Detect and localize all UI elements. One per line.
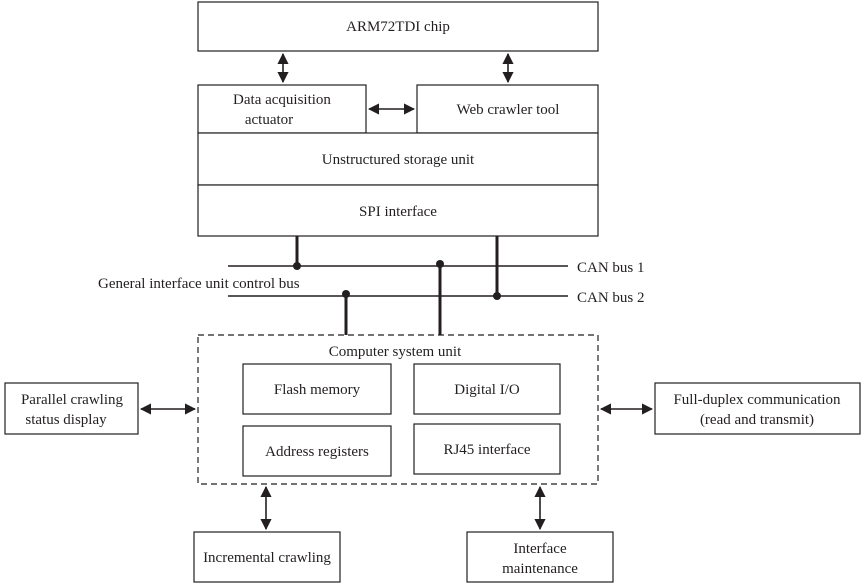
digital-io-block [413, 363, 561, 415]
incremental-crawling-label: Incremental crawling [203, 550, 331, 566]
junction-dot [493, 292, 501, 300]
data-acquisition-label-1: Data acquisition [233, 92, 331, 108]
web-crawler-label: Web crawler tool [457, 102, 560, 118]
junction-dot [342, 290, 350, 298]
unstructured-storage-label: Unstructured storage unit [322, 152, 475, 168]
spi-interface-label: SPI interface [359, 204, 437, 220]
spi-interface-block: SPI interface [197, 184, 599, 237]
interface-maintenance-label-1: Interface [513, 541, 567, 557]
full-duplex-block: Full-duplex communication (read and tran… [654, 382, 861, 435]
general-bus-label: General interface unit control bus [98, 276, 300, 292]
rj45-interface-block [413, 423, 561, 475]
digital-io-label: Digital I/O [454, 382, 520, 398]
parallel-crawling-label-1: Parallel crawling [21, 392, 124, 408]
arm-chip-label: ARM72TDI chip [346, 19, 450, 35]
full-duplex-label-2: (read and transmit) [700, 412, 814, 428]
can-bus-1-label: CAN bus 1 [577, 260, 645, 276]
junction-dot [293, 262, 301, 270]
arm-chip-block: ARM72TDI chip [197, 1, 599, 52]
data-acquisition-label-2: actuator [245, 112, 293, 128]
interface-maintenance-block: Interface maintenance [466, 531, 614, 583]
parallel-crawling-label-2: status display [25, 412, 107, 428]
junction-dot [436, 260, 444, 268]
parallel-crawling-block: Parallel crawling status display [4, 382, 139, 435]
rj45-interface-label: RJ45 interface [443, 442, 530, 458]
incremental-crawling-block: Incremental crawling [193, 531, 341, 583]
can-bus-2-label: CAN bus 2 [577, 290, 645, 306]
computer-system-unit: Computer system unit Flash memory Digita… [197, 334, 599, 485]
web-crawler-block: Web crawler tool [416, 84, 599, 134]
data-acquisition-block: Data acquisition actuator [197, 84, 367, 134]
full-duplex-label-1: Full-duplex communication [673, 392, 841, 408]
computer-system-unit-label: Computer system unit [329, 344, 462, 360]
interface-maintenance-label-2: maintenance [502, 561, 578, 577]
unstructured-storage-block: Unstructured storage unit [197, 132, 599, 186]
flash-memory-block [242, 363, 392, 415]
address-registers-block [242, 425, 392, 477]
address-registers-label: Address registers [265, 444, 369, 460]
flash-memory-label: Flash memory [274, 382, 361, 398]
